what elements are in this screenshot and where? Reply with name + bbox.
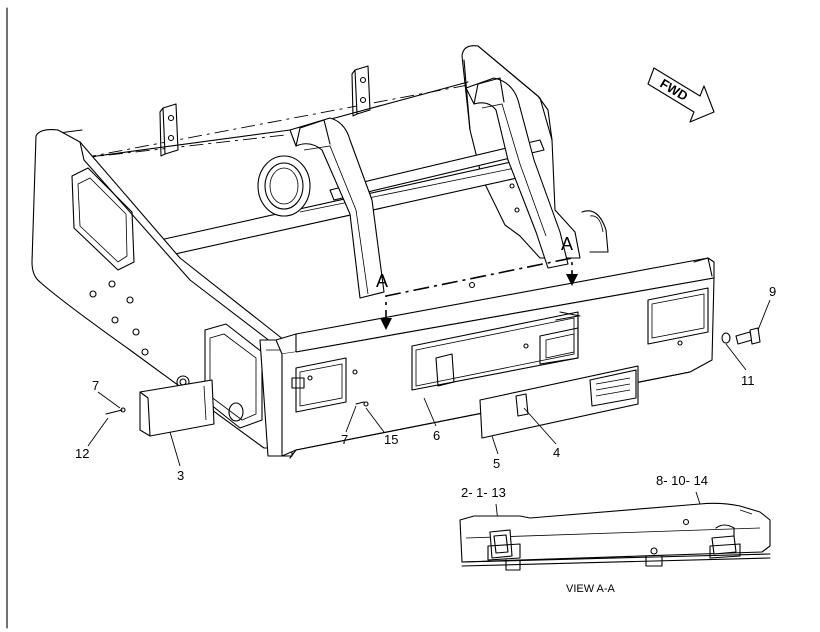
center-panel [411,311,579,391]
callout-15: 15 [384,432,398,447]
left-arch [289,117,385,299]
bolt-9 [735,327,761,345]
section-cut-line [380,257,578,330]
view-a-a-detail [459,502,771,571]
callout-9: 9 [769,284,776,299]
callout-6: 6 [433,428,440,443]
fwd-arrow-icon [647,67,715,123]
callout-8-10-14: 8- 10- 14 [656,473,708,488]
right-arch [465,77,569,269]
section-label-left: A [376,271,388,291]
section-label-right: A [561,234,573,254]
cover-plate-3 [139,379,215,437]
callout-4: 4 [553,445,560,460]
top-bracket-left [159,103,179,157]
right-end-panel [647,287,709,345]
washer-11 [721,332,731,344]
callout-3: 3 [177,468,184,483]
top-bracket-right [351,65,371,117]
callout-7-center: 7 [341,432,348,447]
callout-7-left: 7 [92,378,99,393]
reference-lines [81,84,469,159]
hardware-small [105,401,369,415]
callout-11: 11 [741,373,755,388]
left-end-panel [291,357,347,413]
cover-plate-5 [479,365,639,439]
view-caption: VIEW A-A [566,583,616,595]
callout-2-1-13: 2- 1- 13 [461,485,506,500]
callout-5: 5 [493,456,500,471]
round-port [257,155,311,217]
frame-top-edges [35,81,469,159]
callout-12: 12 [75,446,89,461]
